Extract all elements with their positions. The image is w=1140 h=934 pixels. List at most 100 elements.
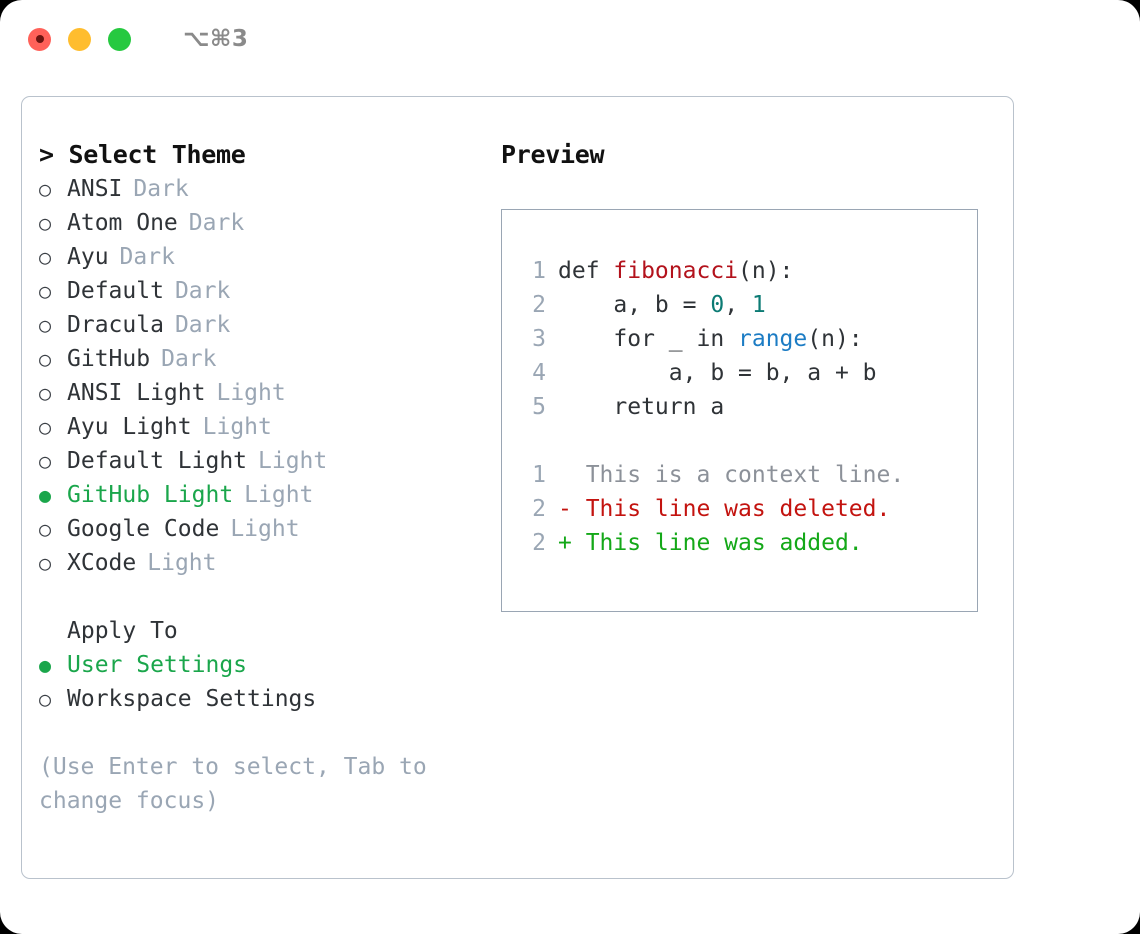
theme-name-label: Atom One <box>67 210 178 236</box>
theme-variant-label: Light <box>147 550 217 576</box>
theme-name-label: Google Code <box>67 516 220 542</box>
code-token: (n): <box>807 326 863 352</box>
radio-selected-icon: ● <box>39 653 52 677</box>
radio-unselected-icon: ○ <box>39 551 52 575</box>
window-controls <box>28 27 131 51</box>
diff-line: 2 - This line was deleted. <box>516 492 977 526</box>
code-token: for _ in <box>558 326 739 352</box>
line-number: 1 <box>532 462 546 488</box>
code-token: , <box>724 292 752 318</box>
code-token: 1 <box>751 292 766 318</box>
apply-to-option[interactable]: ○ Workspace Settings <box>39 682 489 716</box>
theme-name-label: GitHub Light <box>67 482 234 508</box>
code-text: def fibonacci(n): <box>558 254 793 288</box>
line-number: 2 <box>532 292 546 318</box>
code-text: a, b = b, a + b <box>558 356 877 390</box>
title-bar: ⌥⌘3 <box>0 0 1140 78</box>
keyboard-hint-text: (Use Enter to select, Tab to change focu… <box>39 754 427 814</box>
apply-to-option-label: User Settings <box>67 652 248 678</box>
radio-unselected-icon: ○ <box>39 449 52 473</box>
theme-name-label: Ayu Light <box>67 414 192 440</box>
theme-variant-label: Dark <box>133 176 189 202</box>
line-number: 1 <box>532 258 546 284</box>
theme-list-item[interactable]: ● GitHub Light Light <box>39 478 489 512</box>
diff-line: 1 This is a context line. <box>516 458 977 492</box>
radio-unselected-icon: ○ <box>39 347 52 371</box>
code-token: def <box>558 258 614 284</box>
radio-unselected-icon: ○ <box>39 381 52 405</box>
radio-unselected-icon: ○ <box>39 687 52 711</box>
radio-unselected-icon: ○ <box>39 211 52 235</box>
radio-unselected-icon: ○ <box>39 279 52 303</box>
radio-unselected-icon: ○ <box>39 245 52 269</box>
code-token: a, b = b, a + b <box>558 360 877 386</box>
code-line: 5 return a <box>516 390 977 424</box>
radio-selected-icon: ● <box>39 483 52 507</box>
theme-variant-label: Dark <box>119 244 175 270</box>
preview-spacer <box>516 424 977 458</box>
theme-name-label: GitHub <box>67 346 151 372</box>
radio-unselected-icon: ○ <box>39 415 52 439</box>
code-token: 0 <box>710 292 725 318</box>
theme-list-item[interactable]: ○ ANSI Dark <box>39 172 489 206</box>
diff-text: - This line was deleted. <box>558 496 891 522</box>
code-text: return a <box>558 390 724 424</box>
radio-unselected-icon: ○ <box>39 177 52 201</box>
code-token: (n): <box>738 258 794 284</box>
code-line: 2 a, b = 0, 1 <box>516 288 977 322</box>
radio-unselected-icon: ○ <box>39 517 52 541</box>
theme-name-label: Ayu <box>67 244 109 270</box>
theme-list-item[interactable]: ○ Default Light Light <box>39 444 489 478</box>
maximize-button-icon[interactable] <box>108 27 131 51</box>
theme-name-label: Dracula <box>67 312 164 338</box>
theme-variant-label: Dark <box>161 346 217 372</box>
theme-list-item[interactable]: ○ Google Code Light <box>39 512 489 546</box>
radio-unselected-icon: ○ <box>39 313 52 337</box>
theme-variant-label: Light <box>202 414 272 440</box>
theme-list-item[interactable]: ○ Dracula Dark <box>39 308 489 342</box>
theme-list-item[interactable]: ○ Ayu Light Light <box>39 410 489 444</box>
apply-to-heading: Apply To <box>67 618 178 644</box>
select-theme-heading: > Select Theme <box>39 140 246 169</box>
line-number: 2 <box>532 496 546 522</box>
minimize-button-icon[interactable] <box>68 27 91 51</box>
keyboard-shortcut-label: ⌥⌘3 <box>183 26 249 52</box>
theme-name-label: ANSI Light <box>67 380 206 406</box>
theme-variant-label: Light <box>230 516 300 542</box>
code-line: 1 def fibonacci(n): <box>516 254 977 288</box>
close-button-icon[interactable] <box>28 27 51 51</box>
code-line: 4 a, b = b, a + b <box>516 356 977 390</box>
apply-to-option-label: Workspace Settings <box>67 686 317 712</box>
theme-list-item[interactable]: ○ GitHub Dark <box>39 342 489 376</box>
diff-text: + This line was added. <box>558 530 863 556</box>
diff-line: 2 + This line was added. <box>516 526 977 560</box>
code-token: fibonacci <box>613 258 739 284</box>
diff-sample-block: 1 This is a context line. 2 - This line wa… <box>516 458 977 560</box>
diff-text: This is a context line. <box>558 462 905 488</box>
code-token: range <box>738 326 808 352</box>
line-number: 3 <box>532 326 546 352</box>
theme-name-label: Default Light <box>67 448 248 474</box>
theme-list-item[interactable]: ○ Ayu Dark <box>39 240 489 274</box>
theme-variant-label: Dark <box>174 278 231 304</box>
line-number: 2 <box>532 530 546 556</box>
theme-variant-label: Light <box>244 482 314 508</box>
theme-variant-label: Light <box>258 448 328 474</box>
code-text: a, b = 0, 1 <box>558 288 766 322</box>
apply-to-list[interactable]: ● User Settings ○ Workspace Settings <box>39 648 489 716</box>
theme-variant-label: Dark <box>174 312 231 338</box>
apply-to-option[interactable]: ● User Settings <box>39 648 489 682</box>
code-token: return a <box>558 394 725 420</box>
theme-name-label: ANSI <box>67 176 123 202</box>
